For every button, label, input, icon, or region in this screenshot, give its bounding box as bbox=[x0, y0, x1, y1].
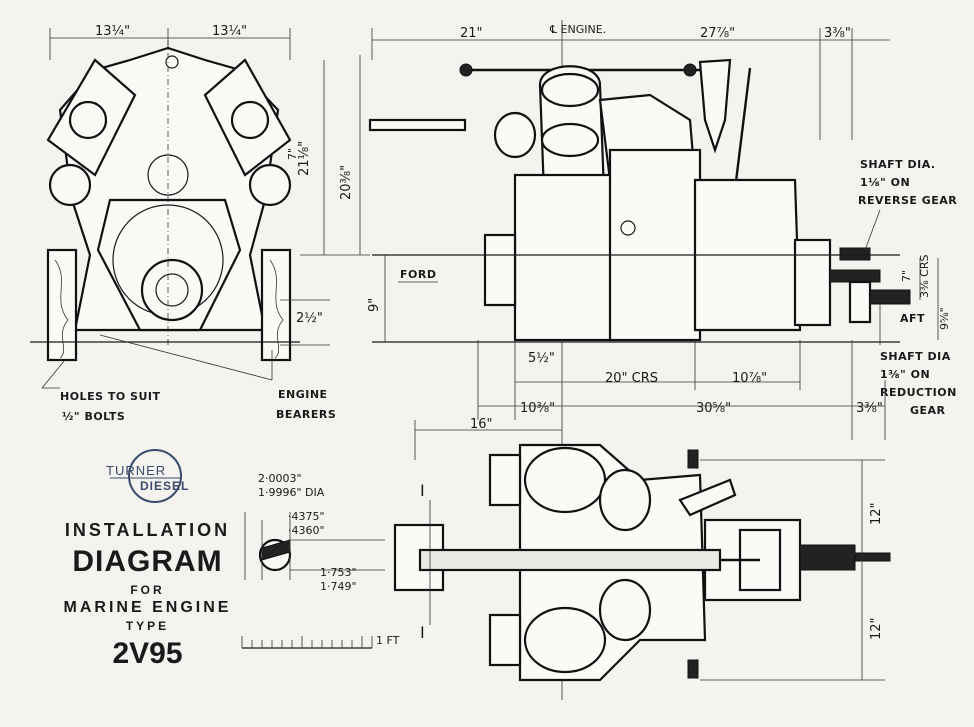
side-dim-10-3-8: 10⅜" bbox=[520, 401, 555, 416]
side-dim-end: 3⅜" bbox=[824, 26, 851, 41]
label-holes-line2: ½" BOLTS bbox=[62, 410, 125, 423]
front-dim-right: 13¼" bbox=[212, 24, 247, 39]
plan-dim-12-top: 12" bbox=[869, 502, 884, 525]
logo-line1: TURNER bbox=[106, 463, 166, 478]
section-mark-bottom: I bbox=[420, 623, 425, 642]
scale-label: 1 FT bbox=[376, 634, 400, 647]
shaft-dia-line2: 1·9996" DIA bbox=[258, 486, 325, 499]
key-dim-2: ·4360" bbox=[288, 524, 325, 537]
side-dim-10-7-8: 10⅞" bbox=[732, 371, 767, 386]
front-dim-left: 13¼" bbox=[95, 24, 130, 39]
side-dim-7: 7" bbox=[900, 270, 913, 282]
side-dim-9-5-8: 9⅝" bbox=[938, 307, 951, 330]
shaft-red-line1: SHAFT DIA bbox=[880, 350, 951, 363]
shaft-rev-line1: SHAFT DIA. bbox=[860, 158, 936, 171]
front-view: 13¼" 13¼" 21⅛" 7" 20⅜" 2½" bbox=[30, 24, 370, 423]
logo-line2: DIESEL bbox=[140, 479, 189, 493]
front-dim-height-prefix: 7" bbox=[286, 148, 299, 160]
side-dim-9: 9" bbox=[367, 298, 382, 312]
key-dim-3: 1·753" bbox=[320, 566, 357, 579]
shaft-red-line2: 1⅜" ON bbox=[880, 368, 930, 381]
section-mark-top: I bbox=[420, 481, 425, 500]
side-dim-aft: 27⅞" bbox=[700, 26, 735, 41]
front-dim-height-upper: 21⅛" bbox=[297, 141, 312, 176]
turner-diesel-logo: TURNER DIESEL bbox=[106, 449, 189, 503]
title-line4: MARINE ENGINE bbox=[63, 599, 232, 616]
side-dim-30-5-8: 30⅝" bbox=[696, 401, 731, 416]
title-line3: FOR bbox=[130, 583, 165, 597]
front-dim-bearer: 2½" bbox=[296, 311, 323, 326]
shaft-rev-line2: 1⅛" ON bbox=[860, 176, 910, 189]
plan-view: 16" 12" 12" I I bbox=[241, 417, 891, 682]
key-dim-1: ·4375" bbox=[288, 510, 325, 523]
title-block: INSTALLATION DIAGRAM FOR MARINE ENGINE T… bbox=[40, 518, 255, 671]
side-dim-fwd: 21" bbox=[460, 26, 483, 41]
side-dim-5-half: 5½" bbox=[528, 351, 555, 366]
engine-model: 2V95 bbox=[112, 637, 183, 670]
label-holes-line1: HOLES TO SUIT bbox=[60, 390, 160, 403]
front-dim-height-total: 20⅜" bbox=[339, 165, 354, 200]
side-dim-3-8-crs: 3⅜ CRS bbox=[918, 255, 931, 298]
shaft-red-line4: GEAR bbox=[910, 404, 946, 417]
plan-dim-12-bot: 12" bbox=[869, 617, 884, 640]
label-bearers-line2: BEARERS bbox=[276, 408, 336, 421]
title-line2: DIAGRAM bbox=[72, 545, 223, 578]
side-dim-20-crs: 20" CRS bbox=[605, 371, 658, 386]
side-label-fwd: FORD bbox=[400, 268, 436, 281]
title-line1: INSTALLATION bbox=[64, 520, 231, 540]
title-line5: TYPE bbox=[125, 619, 170, 633]
side-centerline: ℄ ENGINE. bbox=[549, 23, 606, 36]
side-dim-3-3-8-b: 3⅜" bbox=[856, 401, 883, 416]
side-view: 21" ℄ ENGINE. 27⅞" 3⅜" 9" FORD bbox=[367, 20, 957, 700]
plan-dim-16: 16" bbox=[470, 417, 493, 432]
shaft-dia-line1: 2·0003" bbox=[258, 472, 302, 485]
side-label-aft: AFT bbox=[900, 312, 925, 325]
scale-bar: 1 FT bbox=[241, 634, 400, 649]
key-dim-4: 1·749" bbox=[320, 580, 357, 593]
shaft-red-line3: REDUCTION bbox=[880, 386, 957, 399]
shaft-rev-line3: REVERSE GEAR bbox=[858, 194, 957, 207]
label-bearers-line1: ENGINE bbox=[278, 388, 328, 401]
